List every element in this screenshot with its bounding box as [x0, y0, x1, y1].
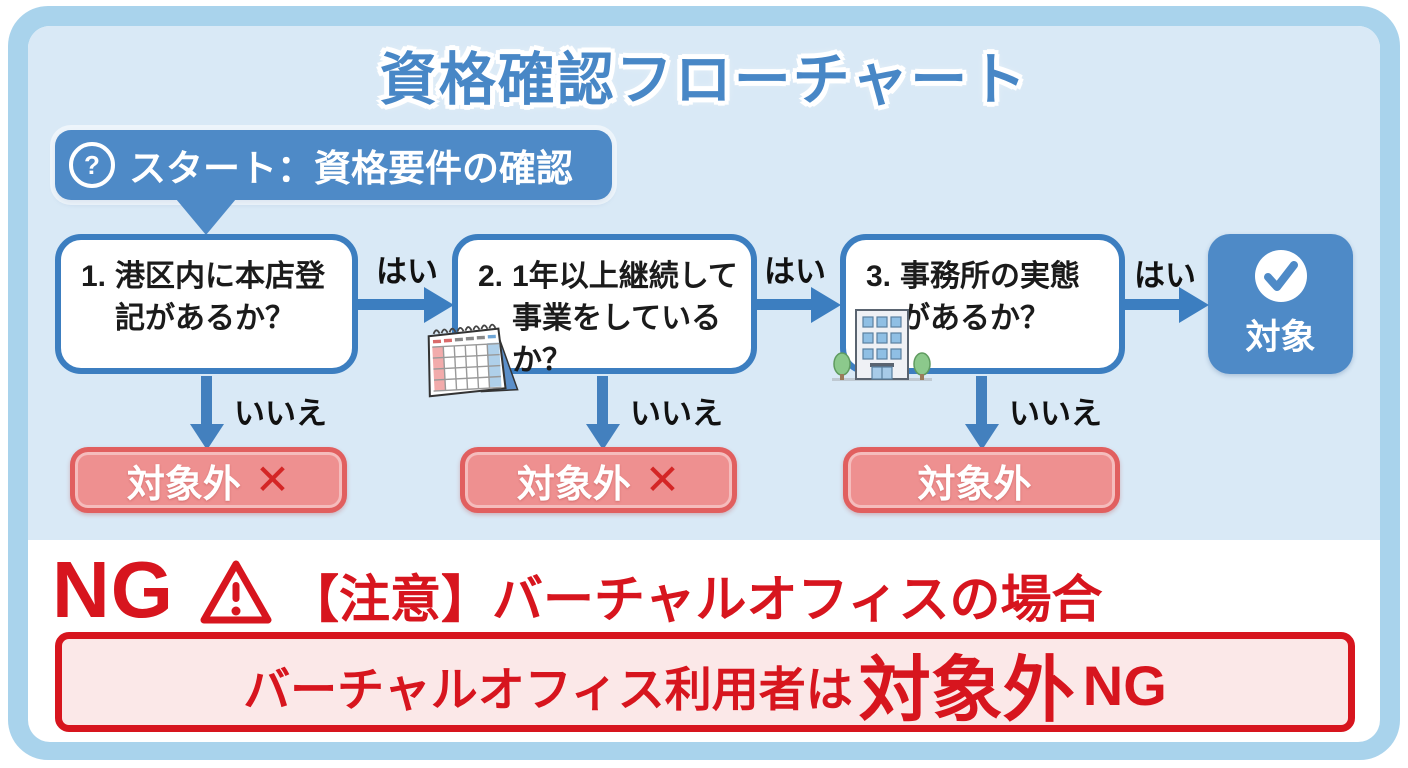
no-arrow-2-head — [586, 424, 620, 450]
no-arrow-3-line — [976, 376, 987, 426]
question-box-1: 1. 港区内に本店登記があるか？ — [55, 234, 358, 374]
reject-box-1: 対象外 ✕ — [70, 447, 347, 513]
page-title: 資格確認フローチャート — [379, 48, 1029, 112]
virtual-office-warning-box: バーチャルオフィス利用者は 対象外 NG — [55, 632, 1355, 732]
warning-body-prefix: バーチャルオフィス利用者は — [243, 662, 853, 716]
calendar-icon — [427, 323, 519, 398]
reject-label: 対象外 — [917, 463, 1032, 506]
start-banner: ? スタート：資格要件の確認 — [55, 130, 612, 200]
target-label: 対象 — [1245, 317, 1316, 357]
target-result-box: 対象 — [1208, 234, 1353, 374]
arrow-1-head — [424, 287, 454, 323]
no-arrow-1-line — [201, 376, 212, 426]
reject-box-2: 対象外 ✕ — [460, 447, 737, 513]
start-banner-tail — [176, 199, 236, 235]
no-arrow-2-line — [597, 376, 608, 426]
reject-label: 対象外 — [126, 463, 241, 506]
no-arrow-1-head — [190, 424, 224, 450]
office-building-icon — [832, 309, 932, 381]
warning-body-emphasis: 対象外 — [858, 650, 1075, 731]
warning-body-suffix: NG — [1082, 653, 1167, 717]
question-text: 港区内に本店登記があるか？ — [115, 260, 326, 335]
no-label-1: いいえ — [234, 396, 327, 431]
yes-label-2: はい — [764, 254, 826, 289]
no-arrow-3-head — [965, 424, 999, 450]
arrow-3-head — [1179, 287, 1209, 323]
x-mark-icon: ✕ — [644, 456, 681, 503]
arrow-1-line — [356, 299, 426, 310]
arrow-3-line — [1123, 299, 1181, 310]
question-circle-icon: ? — [69, 142, 115, 188]
warning-triangle-icon — [200, 560, 272, 624]
question-number: 3. — [866, 260, 892, 293]
x-mark-icon: ✕ — [254, 456, 291, 503]
question-number: 1. — [81, 260, 107, 293]
question-number: 2. — [478, 260, 504, 293]
question-text: 1年以上継続して事業をしているか？ — [512, 260, 738, 377]
no-label-3: いいえ — [1009, 396, 1102, 431]
arrow-2-head — [811, 287, 841, 323]
question-text: 事務所の実態があるか？ — [900, 260, 1081, 335]
arrow-2-line — [755, 299, 813, 310]
check-circle-icon — [1254, 249, 1307, 302]
start-label: スタート：資格要件の確認 — [129, 148, 573, 189]
reject-label: 対象外 — [516, 463, 631, 506]
reject-box-3: 対象外 — [843, 447, 1120, 513]
no-label-2: いいえ — [630, 396, 723, 431]
warning-heading: 【注意】バーチャルオフィスの場合 — [288, 571, 1103, 628]
yes-label-1: はい — [376, 254, 438, 289]
ng-heading-text: NG — [52, 545, 174, 634]
